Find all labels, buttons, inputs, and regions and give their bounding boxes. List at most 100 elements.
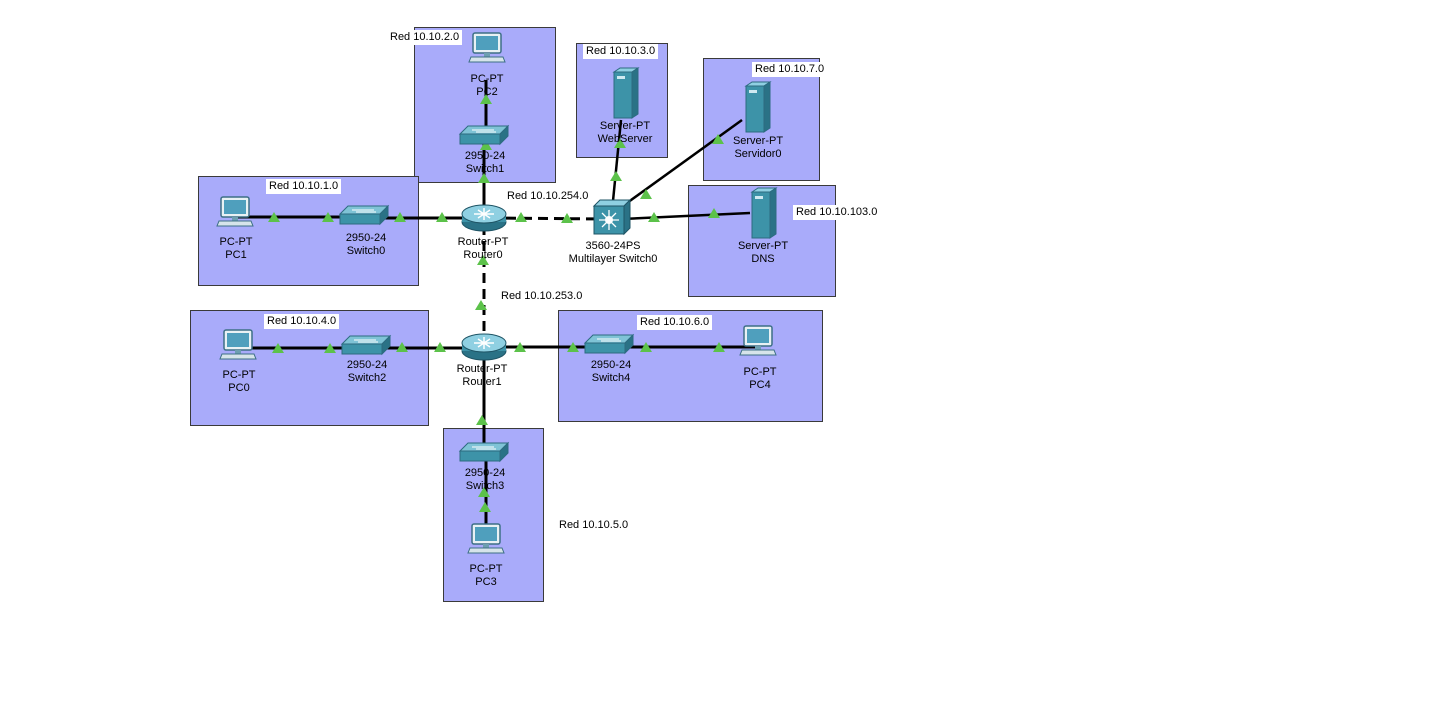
router-icon[interactable] xyxy=(461,204,507,232)
network-label: Red 10.10.4.0 xyxy=(264,314,340,329)
link-mls0-webserver xyxy=(610,119,623,212)
pc-icon[interactable] xyxy=(468,32,506,63)
device-name: WebServer xyxy=(597,133,653,145)
link-light xyxy=(396,342,408,352)
pc-icon[interactable] xyxy=(219,329,257,360)
device-model: Router-PT xyxy=(456,363,508,375)
device-name: Router1 xyxy=(462,376,502,388)
server-icon[interactable] xyxy=(613,67,639,119)
device-label-dns: Server-PT DNS xyxy=(738,240,788,266)
server-icon[interactable] xyxy=(745,81,771,133)
network-label: Red 10.10.253.0 xyxy=(498,289,586,304)
network-label: Red 10.10.3.0 xyxy=(583,44,659,59)
device-label-pc1: PC-PT PC1 xyxy=(220,236,253,262)
link-light xyxy=(272,343,284,353)
device-label-switch4: 2950-24 Switch4 xyxy=(591,359,631,385)
pc-icon[interactable] xyxy=(467,523,505,554)
network-label: Red 10.10.5.0 xyxy=(556,518,632,533)
device-name: Router0 xyxy=(463,249,503,261)
link-light xyxy=(640,342,652,352)
link-light xyxy=(640,189,652,199)
link-light xyxy=(712,134,724,144)
link-light xyxy=(610,171,622,181)
link-light xyxy=(713,342,725,352)
device-model: PC-PT xyxy=(222,369,256,381)
device-label-mls0: 3560-24PS Multilayer Switch0 xyxy=(569,240,658,266)
device-label-switch0: 2950-24 Switch0 xyxy=(346,232,386,258)
device-name: Switch1 xyxy=(465,163,505,175)
switch-icon[interactable] xyxy=(459,125,509,145)
device-model: Server-PT xyxy=(599,120,651,132)
device-model: 3560-24PS xyxy=(585,240,641,252)
device-model: Router-PT xyxy=(457,236,509,248)
switch-icon[interactable] xyxy=(339,205,389,225)
pc-icon[interactable] xyxy=(216,196,254,227)
zone-net-10-10-1-0 xyxy=(198,176,419,286)
link-light xyxy=(515,212,527,222)
device-name: Switch0 xyxy=(346,245,386,257)
device-model: PC-PT xyxy=(743,366,777,378)
link-light xyxy=(434,342,446,352)
link-mls0-servidor0 xyxy=(619,118,743,210)
link-light xyxy=(514,342,526,352)
device-label-router1: Router-PT Router1 xyxy=(457,363,508,389)
link-light xyxy=(648,212,660,222)
device-model: PC-PT xyxy=(469,563,503,575)
link-light xyxy=(475,300,487,310)
device-model: 2950-24 xyxy=(464,467,506,479)
switch-icon[interactable] xyxy=(459,442,509,462)
link-light xyxy=(268,212,280,222)
link-light xyxy=(708,208,720,218)
device-label-pc2: PC-PT PC2 xyxy=(471,73,504,99)
link-light xyxy=(614,138,626,148)
link-light xyxy=(476,415,488,425)
device-name: DNS xyxy=(751,253,775,265)
device-name: Switch4 xyxy=(591,372,631,384)
device-label-pc0: PC-PT PC0 xyxy=(223,369,256,395)
link-light xyxy=(324,343,336,353)
device-label-pc4: PC-PT PC4 xyxy=(744,366,777,392)
device-name: PC4 xyxy=(749,379,771,391)
switch-icon[interactable] xyxy=(341,335,391,355)
link-light xyxy=(478,173,490,183)
network-label: Red 10.10.7.0 xyxy=(752,62,828,77)
device-label-switch1: 2950-24 Switch1 xyxy=(465,150,505,176)
device-model: PC-PT xyxy=(470,73,504,85)
link-light xyxy=(322,212,334,222)
switch-icon[interactable] xyxy=(584,334,634,354)
device-name: Servidor0 xyxy=(734,148,782,160)
network-label: Red 10.10.6.0 xyxy=(637,315,713,330)
network-label: Red 10.10.254.0 xyxy=(504,189,592,204)
server-icon[interactable] xyxy=(751,187,777,239)
device-model: 2950-24 xyxy=(345,232,387,244)
device-name: Switch3 xyxy=(465,480,505,492)
device-label-router0: Router-PT Router0 xyxy=(458,236,509,262)
link-light xyxy=(480,94,492,104)
router-icon[interactable] xyxy=(461,333,507,361)
device-model: PC-PT xyxy=(219,236,253,248)
multilayer-switch-icon[interactable] xyxy=(593,199,631,235)
device-name: PC3 xyxy=(475,576,497,588)
link-light xyxy=(436,212,448,222)
device-model: Server-PT xyxy=(732,135,784,147)
link-light xyxy=(394,212,406,222)
link-light xyxy=(479,502,491,512)
device-name: Switch2 xyxy=(347,372,387,384)
pc-icon[interactable] xyxy=(739,325,777,356)
network-label: Red 10.10.103.0 xyxy=(793,205,881,220)
network-label: Red 10.10.2.0 xyxy=(387,30,463,45)
link-light xyxy=(478,487,490,497)
device-model: 2950-24 xyxy=(590,359,632,371)
link-light xyxy=(561,213,573,223)
link-light xyxy=(567,342,579,352)
device-model: 2950-24 xyxy=(346,359,388,371)
link-light xyxy=(477,255,489,265)
device-name: PC0 xyxy=(228,382,250,394)
device-name: PC1 xyxy=(225,249,247,261)
link-lights xyxy=(268,94,725,512)
device-label-servidor0: Server-PT Servidor0 xyxy=(733,135,783,161)
device-model: Server-PT xyxy=(737,240,789,252)
device-label-pc3: PC-PT PC3 xyxy=(470,563,503,589)
device-name: PC2 xyxy=(476,86,498,98)
device-model: 2950-24 xyxy=(464,150,506,162)
